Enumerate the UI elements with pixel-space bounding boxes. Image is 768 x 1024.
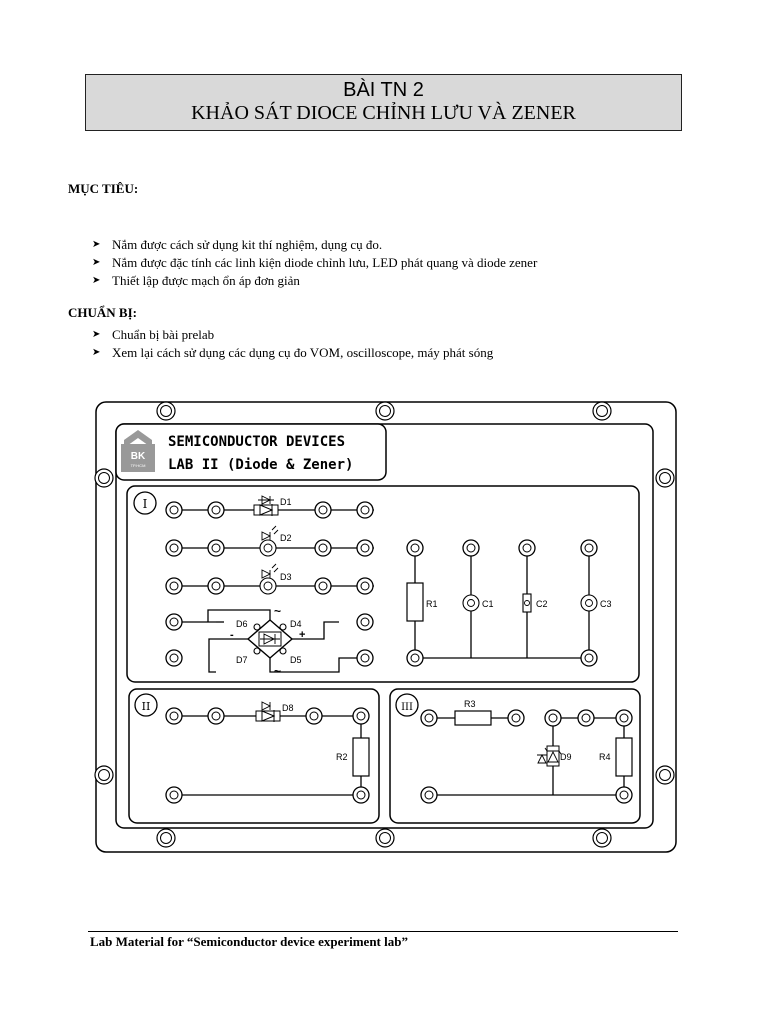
footer-divider bbox=[88, 931, 678, 932]
capacitor-c2-icon bbox=[522, 593, 532, 613]
preparation-heading: CHUẨN BỊ: bbox=[68, 305, 137, 320]
label-ac-bottom: ~ bbox=[274, 664, 281, 678]
kit-title-line2: LAB II (Diode & Zener) bbox=[168, 457, 353, 473]
diode-d8-icon bbox=[255, 701, 281, 722]
list-item-text: Thiết lập được mạch ổn áp đơn giản bbox=[112, 273, 300, 288]
arrow-bullet-icon: ➤ bbox=[92, 329, 101, 340]
list-item: ➤ Xem lại cách sử dụng các dụng cụ đo VOM… bbox=[92, 344, 493, 362]
footer-text: Lab Material for “Semiconductor device e… bbox=[90, 934, 408, 949]
label-d3: D3 bbox=[280, 572, 292, 582]
objectives-heading: MỤC TIÊU: bbox=[68, 181, 139, 196]
list-item: ➤ Nắm được đặc tính các linh kiện diode c… bbox=[92, 254, 537, 272]
capacitor-c1-icon bbox=[462, 594, 480, 612]
list-item: ➤ Chuẩn bị bài prelab bbox=[92, 326, 493, 344]
section-i-box bbox=[126, 485, 640, 683]
kit-inner-panel bbox=[115, 423, 654, 829]
capacitor-c3-icon bbox=[580, 594, 598, 612]
resistor-r2-icon bbox=[352, 737, 370, 777]
arrow-bullet-icon: ➤ bbox=[92, 275, 101, 286]
list-item-text: Xem lại cách sử dụng các dụng cụ đo VOM,… bbox=[112, 345, 494, 360]
arrow-bullet-icon: ➤ bbox=[92, 347, 101, 358]
title-box: BÀI TN 2 KHẢO SÁT DIOCE CHỈNH LƯU VÀ ZEN… bbox=[85, 74, 682, 131]
zener-d9-icon bbox=[537, 745, 562, 767]
kit-title-box bbox=[115, 423, 387, 481]
list-item: ➤ Nắm được cách sử dụng kit thí nghiệm, d… bbox=[92, 236, 537, 254]
lab-number: BÀI TN 2 bbox=[343, 79, 424, 101]
label-d6: D6 bbox=[236, 619, 248, 629]
led-d2-icon bbox=[259, 525, 279, 557]
resistor-r3-icon bbox=[454, 710, 492, 726]
label-c3: C3 bbox=[600, 599, 612, 609]
list-item-text: Nắm được đặc tính các linh kiện diode ch… bbox=[112, 255, 538, 270]
label-ac-top: ~ bbox=[274, 604, 281, 618]
list-item: ➤ Thiết lập được mạch ổn áp đơn giản bbox=[92, 272, 537, 290]
label-d1: D1 bbox=[280, 497, 292, 507]
kit-title-line1: SEMICONDUCTOR DEVICES bbox=[168, 434, 345, 450]
section-iii-box bbox=[389, 688, 641, 824]
diode-d1-icon bbox=[253, 495, 279, 516]
logo-text: BK bbox=[131, 451, 146, 462]
preparation-list: ➤ Chuẩn bị bài prelab ➤ Xem lại cách sử dụ… bbox=[92, 326, 493, 362]
label-plus: + bbox=[299, 629, 305, 641]
section-ii-box bbox=[128, 688, 380, 824]
label-r1: R1 bbox=[426, 599, 438, 609]
label-r4: R4 bbox=[599, 752, 611, 762]
label-d9: D9 bbox=[560, 752, 572, 762]
resistor-r4-icon bbox=[615, 737, 633, 777]
label-c1: C1 bbox=[482, 599, 494, 609]
section-ii-label: II bbox=[142, 700, 151, 713]
lab-title: KHẢO SÁT DIOCE CHỈNH LƯU VÀ ZENER bbox=[191, 102, 576, 124]
bridge-rectifier-icon bbox=[207, 609, 359, 673]
label-d8: D8 bbox=[282, 703, 294, 713]
list-item-text: Nắm được cách sử dụng kit thí nghiệm, dụ… bbox=[112, 237, 383, 252]
section-i-label: I bbox=[143, 497, 148, 511]
section-iii-label: III bbox=[401, 702, 413, 713]
label-r3: R3 bbox=[464, 699, 476, 709]
label-d7: D7 bbox=[236, 655, 248, 665]
resistor-r1-icon bbox=[406, 582, 424, 622]
list-item-text: Chuẩn bị bài prelab bbox=[112, 327, 215, 342]
label-d4: D4 bbox=[290, 619, 302, 629]
label-d5: D5 bbox=[290, 655, 302, 665]
label-r2: R2 bbox=[336, 752, 348, 762]
lab-kit-panel: BK TP.HCM SEMICONDUCTOR DEVICES LAB II (… bbox=[94, 401, 677, 853]
arrow-bullet-icon: ➤ bbox=[92, 239, 101, 250]
logo-subtext: TP.HCM bbox=[131, 463, 146, 468]
objectives-list: ➤ Nắm được cách sử dụng kit thí nghiệm, d… bbox=[92, 236, 537, 290]
arrow-bullet-icon: ➤ bbox=[92, 257, 101, 268]
label-c2: C2 bbox=[536, 599, 548, 609]
bk-logo-icon: BK TP.HCM bbox=[121, 430, 155, 472]
label-d2: D2 bbox=[280, 533, 292, 543]
led-d3-icon bbox=[259, 563, 279, 595]
label-minus: - bbox=[230, 629, 234, 641]
